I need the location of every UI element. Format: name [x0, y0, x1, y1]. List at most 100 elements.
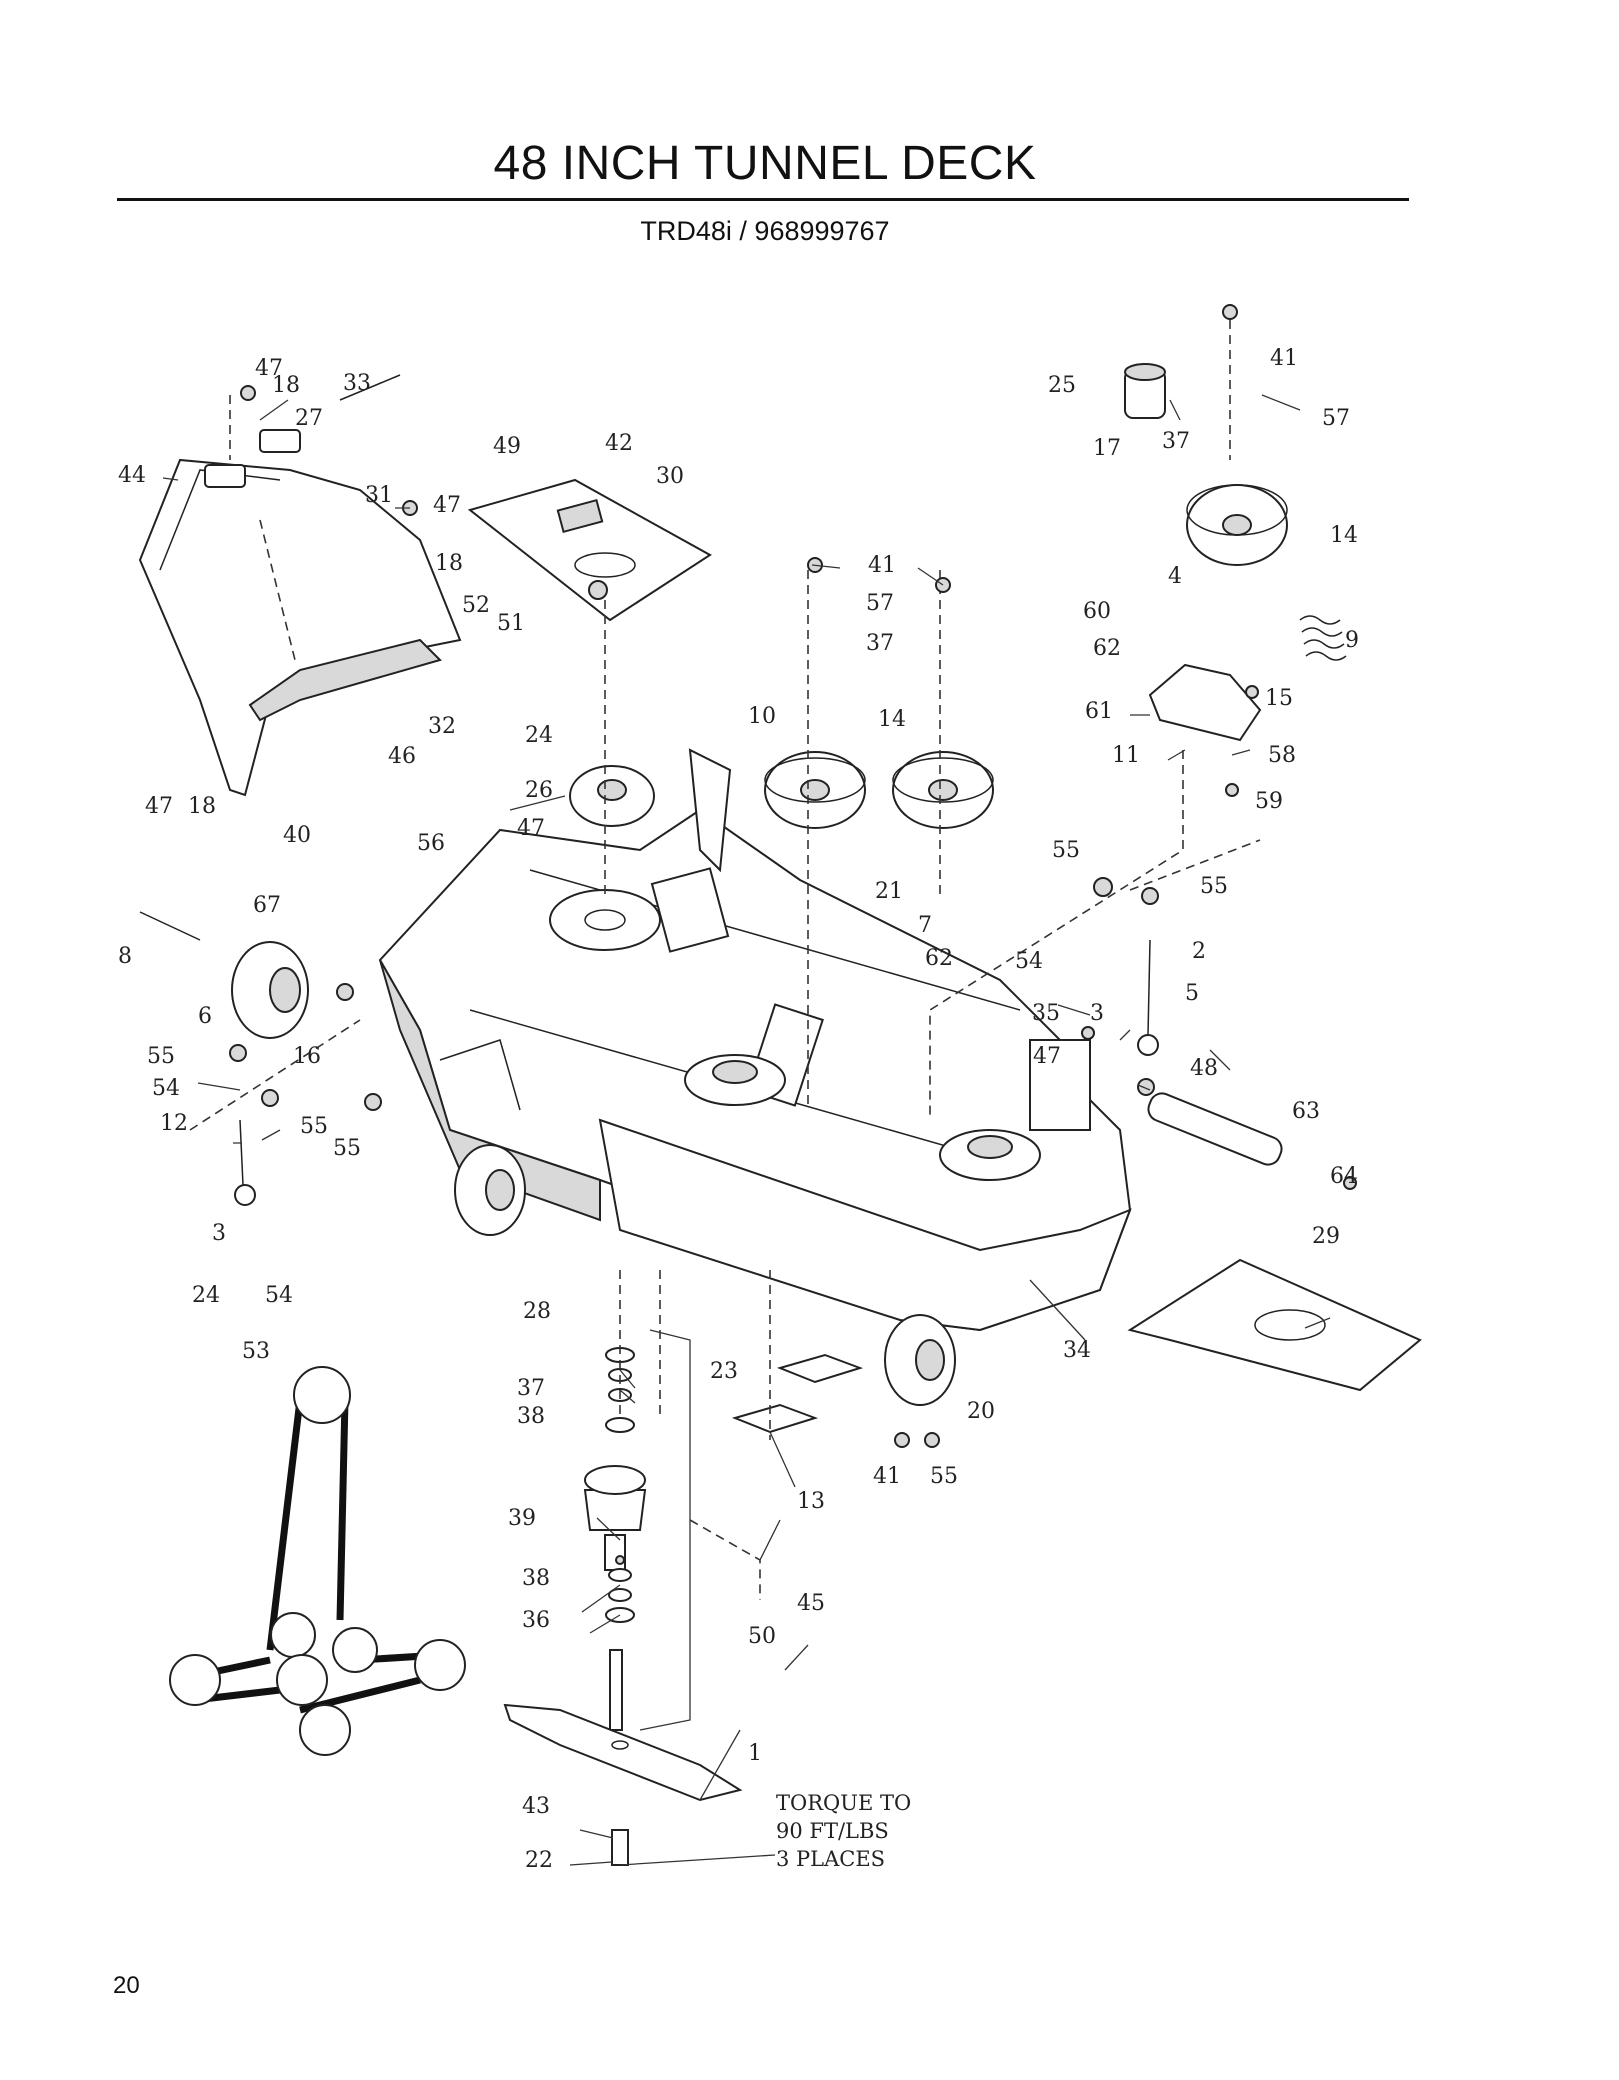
callout: 7 — [918, 913, 932, 938]
spring-9 — [1299, 615, 1347, 661]
callout: 39 — [508, 1506, 536, 1531]
gauge-rod-5 — [1137, 939, 1159, 1056]
callout: 61 — [1085, 699, 1113, 724]
deck-plate — [549, 889, 661, 951]
mower-blade — [503, 1703, 743, 1802]
bumper-25 — [1124, 363, 1166, 419]
callout: 48 — [1190, 1056, 1218, 1081]
callout: 5 — [1185, 981, 1199, 1006]
callout: 49 — [493, 434, 521, 459]
callout: 63 — [1292, 1099, 1320, 1124]
gauge-wheel-right — [884, 1314, 956, 1406]
callout: 26 — [525, 778, 553, 803]
page-title: 48 INCH TUNNEL DECK — [493, 137, 1037, 190]
callout: 16 — [293, 1044, 321, 1069]
deck-cover-plate — [467, 478, 712, 622]
gauge-rod-12 — [234, 1119, 256, 1206]
deck-spindle-pulley-left — [684, 1054, 786, 1106]
baffle-plate-23 — [731, 1353, 864, 1434]
front-gauge-wheel — [231, 941, 309, 1039]
callout: 3 — [1090, 1001, 1104, 1026]
callout: 47 — [433, 493, 461, 518]
callout: 43 — [522, 1794, 550, 1819]
callout: 18 — [435, 551, 463, 576]
callout: 55 — [300, 1114, 328, 1139]
callout: 14 — [878, 707, 906, 732]
callout: 55 — [333, 1136, 361, 1161]
idler-pulley-10 — [764, 751, 866, 829]
callout: 36 — [522, 1608, 550, 1633]
callout: 31 — [365, 483, 393, 508]
torque-note: TORQUE TO 90 FT/LBS 3 PLACES — [776, 1791, 911, 1871]
hardware-nuts — [229, 304, 1357, 1565]
callout: 32 — [428, 714, 456, 739]
callout: 47 — [1033, 1044, 1061, 1069]
bolt-8 — [139, 911, 201, 941]
pulley-26 — [569, 765, 655, 827]
callout: 55 — [930, 1464, 958, 1489]
callout: 27 — [295, 406, 323, 431]
callout: 44 — [118, 463, 146, 488]
idler-pulley-14 — [892, 751, 994, 829]
callout: 41 — [868, 553, 896, 578]
callout: 62 — [925, 946, 953, 971]
rear-axle-63 — [1147, 1092, 1283, 1166]
callout: 2 — [1192, 939, 1206, 964]
callout-labels: 47 18 33 27 44 31 47 18 49 42 30 52 51 3… — [118, 346, 1359, 1873]
callout: 33 — [343, 371, 371, 396]
callout: 54 — [152, 1076, 180, 1101]
callout: 54 — [265, 1283, 293, 1308]
callout: 10 — [748, 704, 776, 729]
callout: 47 — [145, 794, 173, 819]
callout-leaders — [162, 394, 1331, 1866]
callout: 46 — [388, 744, 416, 769]
spindle-shaft — [609, 1649, 623, 1731]
pulley-upper-right — [1186, 484, 1288, 566]
callout: 58 — [1268, 743, 1296, 768]
callout: 18 — [272, 373, 300, 398]
callout: 15 — [1265, 686, 1293, 711]
callout: 28 — [523, 1299, 551, 1324]
callout: 41 — [1270, 346, 1298, 371]
spindle-housing — [583, 1465, 647, 1571]
callout: 37 — [517, 1376, 545, 1401]
title-divider — [117, 198, 1409, 201]
callout: 38 — [522, 1566, 550, 1591]
callout: 47 — [517, 816, 545, 841]
blade-bolt — [611, 1829, 629, 1866]
callout: 52 — [462, 593, 490, 618]
callout: 35 — [1032, 1001, 1060, 1026]
callout: 30 — [656, 464, 684, 489]
callout: 40 — [283, 823, 311, 848]
belt-routing — [169, 1366, 466, 1756]
callout: 37 — [1162, 429, 1190, 454]
callout: 53 — [242, 1339, 270, 1364]
callout: 3 — [212, 1221, 226, 1246]
assembly-lines — [189, 320, 1261, 1731]
callout: 51 — [497, 611, 525, 636]
discharge-chute — [1127, 1258, 1422, 1392]
callout: 38 — [517, 1404, 545, 1429]
torque-note-line-3: 3 PLACES — [776, 1847, 885, 1871]
callout: 14 — [1330, 523, 1358, 548]
callout: 56 — [417, 831, 445, 856]
callout: 45 — [797, 1591, 825, 1616]
callout: 1 — [748, 1741, 762, 1766]
callout: 8 — [118, 944, 132, 969]
callout: 18 — [188, 794, 216, 819]
callout: 57 — [866, 591, 894, 616]
belt-cover — [138, 458, 462, 797]
callout: 21 — [875, 879, 903, 904]
page-number: 20 — [113, 1972, 140, 1999]
gauge-wheel-left — [454, 1144, 526, 1236]
callout: 6 — [198, 1004, 212, 1029]
torque-note-line-2: 90 FT/LBS — [776, 1819, 889, 1843]
callout: 47 — [255, 356, 283, 381]
callout: 24 — [192, 1283, 220, 1308]
callout: 9 — [1345, 628, 1359, 653]
callout: 22 — [525, 1848, 553, 1873]
model-number: TRD48i / 968999767 — [640, 216, 890, 246]
callout: 24 — [525, 723, 553, 748]
